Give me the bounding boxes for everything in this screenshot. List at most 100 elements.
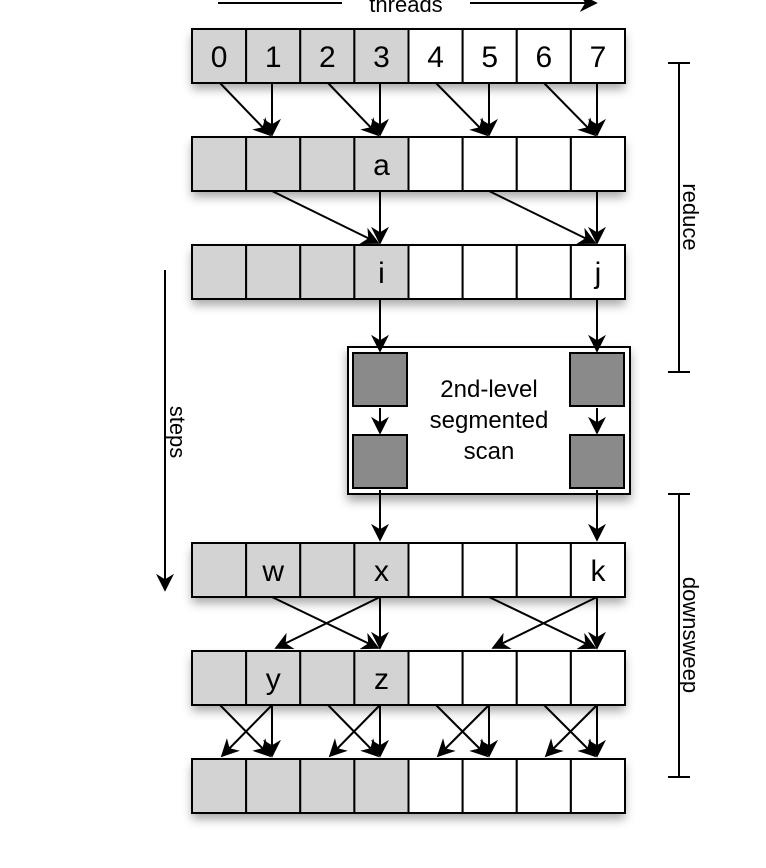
cell xyxy=(461,136,518,192)
cell-label: z xyxy=(374,663,389,696)
cell xyxy=(461,650,518,706)
second-level-cell-right-top xyxy=(569,352,625,407)
cell xyxy=(353,650,410,706)
cell xyxy=(299,542,356,598)
cell-label: j xyxy=(594,257,602,290)
cell xyxy=(407,758,464,814)
cell xyxy=(461,542,518,598)
arrow-r1-5-to-7 xyxy=(488,190,597,244)
steps-label: steps xyxy=(165,406,190,459)
arrow-r3-w-to-z xyxy=(271,596,380,650)
row-input: 0 1 2 3 4 5 6 7 xyxy=(191,28,626,84)
second-level-scan-box: 2nd-level segmented scan xyxy=(347,346,631,495)
cell-label: i xyxy=(378,257,385,290)
cell xyxy=(515,244,572,300)
cell xyxy=(353,28,410,84)
arrow-r4-2-to-3 xyxy=(327,704,380,758)
second-level-line-3: scan xyxy=(464,438,515,465)
cell-label: 7 xyxy=(590,41,607,74)
second-level-cell-left-top xyxy=(352,352,408,407)
arrow-r4-6-to-7 xyxy=(543,704,597,758)
cell-label: w xyxy=(261,555,284,588)
reduce-label: reduce xyxy=(678,183,703,250)
arrow-r4-4-to-5 xyxy=(435,704,489,758)
arrow-r0-2-to-3 xyxy=(327,82,380,137)
arrow-r3-x-to-y xyxy=(274,596,381,649)
arrow-r0-0-to-1 xyxy=(219,82,272,137)
cell xyxy=(191,758,248,814)
cell xyxy=(353,758,410,814)
row-reduce-1: a xyxy=(191,136,626,192)
cell-label: x xyxy=(374,555,389,588)
cell xyxy=(569,650,626,706)
cell xyxy=(299,28,356,84)
arrow-r1-1-to-3 xyxy=(271,190,380,244)
cell xyxy=(461,28,518,84)
row-output xyxy=(191,758,626,814)
cell xyxy=(569,244,626,300)
cell xyxy=(515,758,572,814)
arrow-r4-1-to-0 xyxy=(220,704,273,758)
cell xyxy=(407,542,464,598)
cell xyxy=(299,758,356,814)
arrow-r4-3-to-2 xyxy=(328,704,381,758)
cell-label: 5 xyxy=(481,41,498,74)
cell xyxy=(245,136,302,192)
arrow-r0-4-to-5 xyxy=(435,82,489,137)
arrow-r0-6-to-7 xyxy=(543,82,597,137)
threads-header: threads xyxy=(218,0,598,17)
cell-label: 4 xyxy=(427,41,444,74)
cell xyxy=(191,136,248,192)
flow-arrows xyxy=(219,82,606,758)
cell-label: 0 xyxy=(211,41,228,74)
cell xyxy=(515,542,572,598)
cell xyxy=(515,136,572,192)
cell xyxy=(245,758,302,814)
cell-label: 6 xyxy=(535,41,552,74)
cell xyxy=(245,28,302,84)
cell xyxy=(569,28,626,84)
cell xyxy=(407,136,464,192)
cell xyxy=(299,650,356,706)
steps-indicator: steps xyxy=(156,270,190,592)
second-level-line-2: segmented xyxy=(430,407,549,434)
cell xyxy=(191,244,248,300)
cell xyxy=(299,244,356,300)
cell-label: y xyxy=(266,663,281,696)
arrow-r4-5-to-4 xyxy=(436,704,490,758)
cell xyxy=(353,542,410,598)
cell xyxy=(461,758,518,814)
downsweep-bracket xyxy=(668,493,690,778)
cell xyxy=(191,650,248,706)
cell xyxy=(515,650,572,706)
arrow-r4-0-to-1 xyxy=(219,704,272,758)
arrow-r3-5-to-7 xyxy=(488,596,597,650)
cell xyxy=(515,28,572,84)
cell-label: 3 xyxy=(373,41,390,74)
cell-label: k xyxy=(590,555,606,588)
cell xyxy=(569,136,626,192)
cell xyxy=(299,136,356,192)
cell-label: 1 xyxy=(265,41,282,74)
cell-label: 2 xyxy=(319,41,336,74)
threads-label: threads xyxy=(369,0,442,17)
second-level-cell-left-bottom xyxy=(352,434,408,489)
second-level-cell-right-bottom xyxy=(569,434,625,489)
cell xyxy=(569,542,626,598)
arrow-r3-k-to-5 xyxy=(491,596,598,649)
cell xyxy=(569,758,626,814)
cell xyxy=(407,650,464,706)
cell xyxy=(245,244,302,300)
cell xyxy=(407,244,464,300)
reduce-bracket xyxy=(668,62,690,373)
cell-label: a xyxy=(373,149,390,182)
cell xyxy=(191,542,248,598)
cell xyxy=(461,244,518,300)
arrow-r4-7-to-6 xyxy=(544,704,598,758)
downsweep-label: downsweep xyxy=(678,577,703,693)
